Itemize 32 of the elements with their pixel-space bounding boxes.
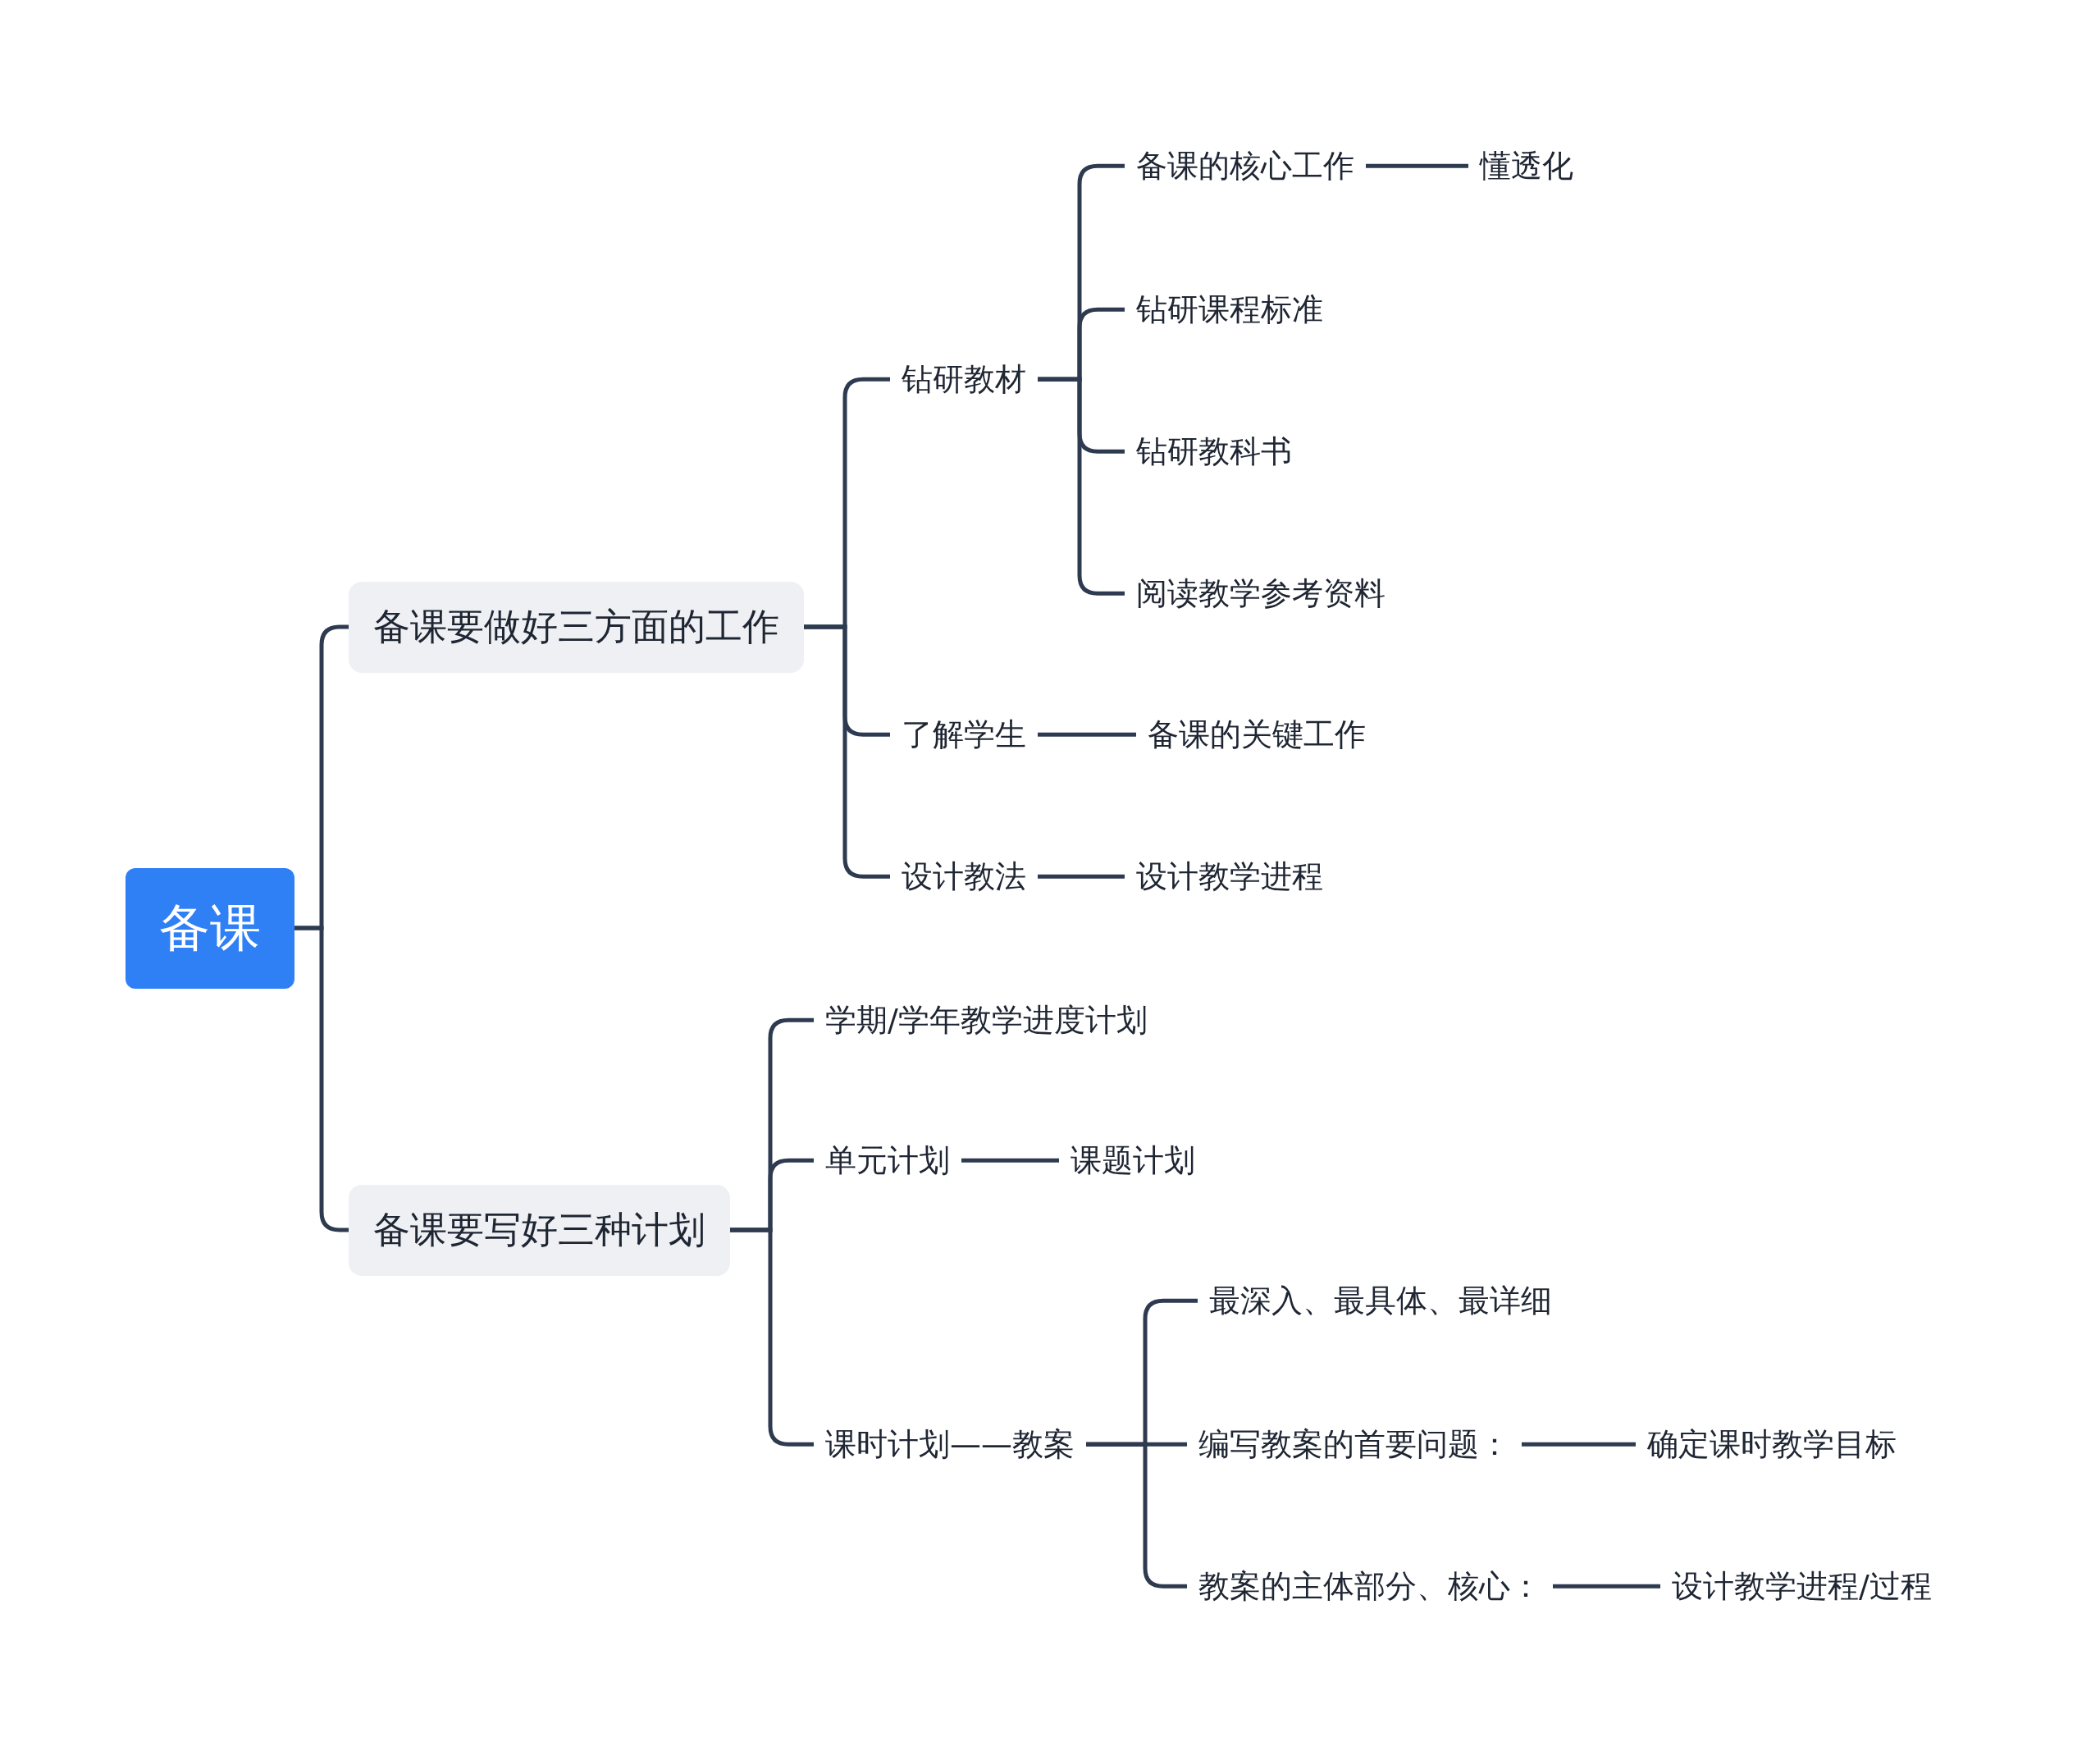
topic-text: 钻研教科书	[1125, 426, 1303, 477]
topic-text: 课题计划	[1059, 1135, 1207, 1186]
connector-line	[1038, 874, 1125, 879]
connector-line	[1038, 732, 1136, 737]
connector-line	[804, 624, 890, 879]
branch-topic-box: 备课要做好三方面的工作	[349, 581, 804, 673]
topic-text: 钻研课程标准	[1125, 284, 1335, 335]
connector-line	[1522, 1442, 1636, 1447]
topic-text: 阅读教学参考资料	[1125, 568, 1397, 619]
topic-text: 设计教学进程	[1125, 851, 1335, 902]
connector-line	[1086, 1442, 1187, 1589]
topic-text: 懂透化	[1468, 140, 1585, 191]
connector-line	[1553, 1584, 1660, 1589]
connector-line	[1038, 377, 1125, 596]
topic-text: 最深入、最具体、最详细	[1198, 1275, 1564, 1326]
topic-text: 教案的主体部分、核心：	[1187, 1561, 1553, 1612]
topic-text: 单元计划	[814, 1135, 961, 1186]
topic-text: 确定课时教学目标	[1636, 1419, 1908, 1470]
topic-text: 备课的关键工作	[1136, 709, 1377, 760]
topic-text: 设计教法	[890, 851, 1038, 902]
connector-line	[961, 1158, 1059, 1163]
topic-text: 课时计划——教案	[814, 1419, 1086, 1470]
topic-text: 了解学生	[890, 709, 1038, 760]
topic-text: 设计教学进程/过程	[1660, 1561, 1943, 1612]
branch-topic-box: 备课要写好三种计划	[349, 1184, 730, 1276]
root-topic-box: 备课	[126, 867, 294, 989]
topic-text: 钻研教材	[890, 354, 1038, 405]
topic-text: 学期/学年教学进度计划	[814, 994, 1159, 1045]
topic-text: 备课的核心工作	[1125, 140, 1366, 191]
topic-text: 编写教案的首要问题：	[1187, 1419, 1522, 1470]
connector-line	[730, 1228, 814, 1447]
connector-line	[1366, 163, 1468, 168]
